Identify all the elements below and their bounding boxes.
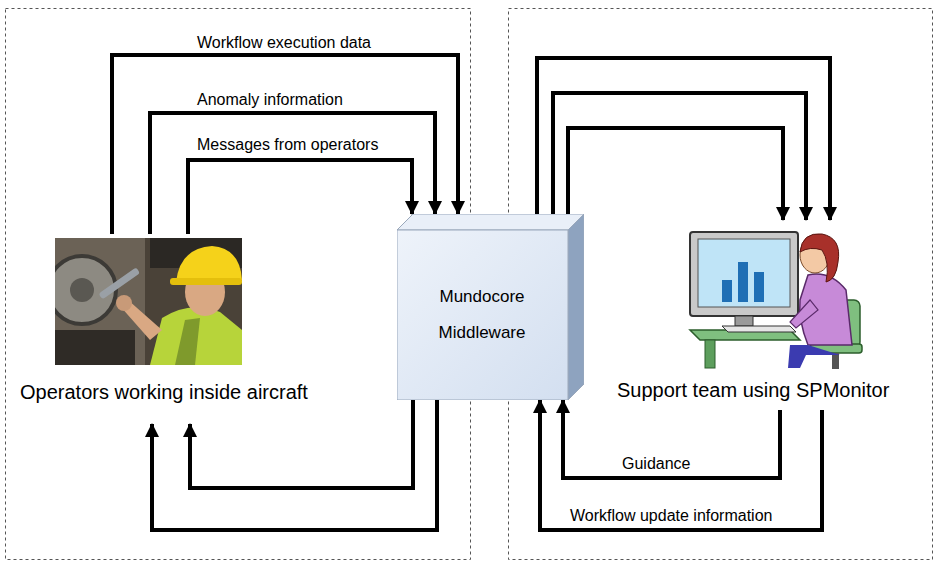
text-area: Mundocore Middleware [422, 230, 542, 400]
right-region [509, 9, 933, 560]
connector-arrow [563, 400, 780, 478]
node-caption: Mundocore Middleware [422, 279, 542, 351]
node-caption: Operators working inside aircraft [20, 380, 355, 404]
connector-arrow [537, 58, 830, 220]
box-shape [397, 214, 584, 400]
edge-label: Messages from operators [195, 136, 380, 154]
connector-arrow [150, 113, 435, 234]
text-area: Support team using SPMonitor [617, 378, 929, 402]
connector-arrow [553, 93, 806, 220]
connector-arrow [152, 400, 437, 530]
connector-arrow [568, 128, 783, 220]
edge-label: Workflow update information [568, 507, 774, 525]
box-top-face [397, 214, 584, 230]
node-caption: Support team using SPMonitor [617, 378, 929, 402]
support-group: Support team using SPMonitor [612, 220, 934, 410]
box-side-face [568, 214, 584, 400]
text-area: Operators working inside aircraft [20, 380, 355, 404]
connector-arrow [540, 400, 822, 530]
middleware-box: Mundocore Middleware [397, 214, 584, 400]
edge-label: Guidance [620, 455, 693, 473]
connector-arrow [112, 55, 458, 234]
box-front-face [397, 230, 568, 400]
connector-arrow [188, 160, 412, 234]
edge-label: Workflow execution data [195, 34, 373, 52]
connector-arrow [190, 400, 413, 488]
operator-group: Operators working inside aircraft [15, 234, 360, 424]
edge-label: Anomaly information [195, 91, 345, 109]
